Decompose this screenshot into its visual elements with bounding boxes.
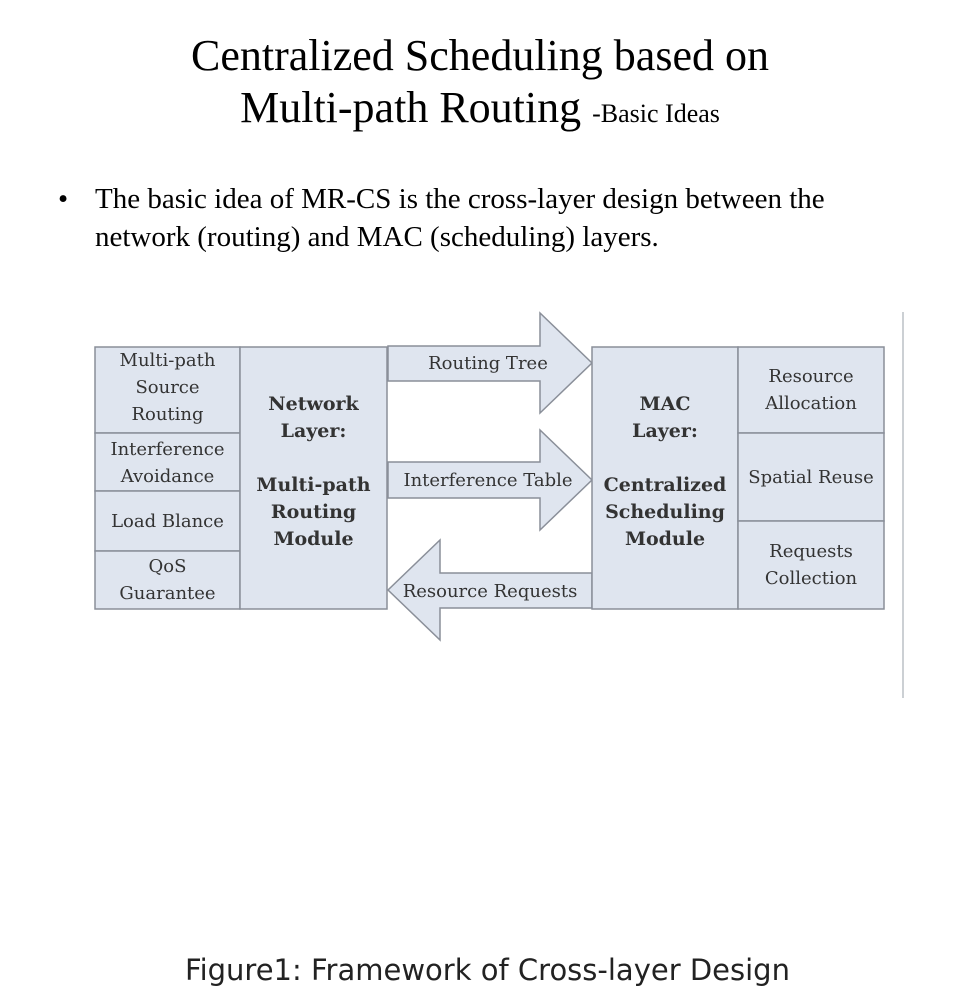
label-line: Layer: — [281, 420, 347, 442]
label-line: Module — [273, 528, 353, 550]
mac-layer-module — [591, 346, 739, 610]
label-line — [662, 447, 669, 469]
label-line: Routing — [271, 501, 356, 523]
left-feature-boxes — [94, 346, 241, 610]
routing-tree-arrow — [387, 311, 594, 415]
box-interference-avoidance — [94, 432, 241, 492]
label-line: Resource — [768, 366, 853, 387]
label-line: Requests — [769, 541, 853, 562]
right-feature-boxes — [737, 346, 885, 610]
label-line: Source — [135, 377, 199, 398]
slide-title: Centralized Scheduling based on Multi-pa… — [0, 30, 960, 140]
label-load-balance: Load Blance — [111, 511, 224, 532]
label-line: QoS — [149, 556, 187, 577]
bullet-text: The basic idea of MR-CS is the cross-lay… — [95, 183, 825, 253]
label-resource-requests: Resource Requests — [403, 581, 578, 602]
label-line — [310, 447, 317, 469]
resource-requests-arrow — [386, 538, 593, 642]
box-resource-allocation — [737, 346, 885, 434]
label-routing-tree: Routing Tree — [428, 353, 548, 374]
title-subtitle: -Basic Ideas — [592, 99, 720, 128]
label-line: Guarantee — [119, 583, 215, 604]
bullet-dot: • — [58, 183, 69, 215]
label-line: Spatial Reuse — [748, 467, 873, 488]
label-line: Network — [268, 393, 359, 415]
bullet-point: • The basic idea of MR-CS is the cross-l… — [58, 180, 908, 256]
label-qos-guarantee: QoS Guarantee — [119, 556, 215, 604]
label-line: Multi-path — [120, 350, 216, 371]
label-line: Multi-path — [256, 474, 370, 496]
label-interference-table: Interference Table — [403, 470, 572, 491]
network-layer-module — [239, 346, 388, 610]
box-requests-collection — [737, 520, 885, 610]
title-line-1: Centralized Scheduling based on — [191, 31, 769, 80]
box-spatial-reuse — [737, 432, 885, 522]
label-line: Interference — [110, 439, 224, 460]
label-spatial-reuse: Spatial Reuse — [748, 467, 873, 488]
label-line: Centralized — [604, 474, 727, 496]
label-line: Routing — [131, 404, 203, 425]
label-line: Scheduling — [605, 501, 725, 523]
label-line: Allocation — [764, 393, 857, 414]
label-line: Collection — [765, 568, 858, 589]
title-main: Multi-path Routing — [240, 83, 582, 132]
label-line: Load Blance — [111, 511, 224, 532]
title-line-2: Multi-path Routing -Basic Ideas — [0, 82, 960, 140]
label-line: MAC — [640, 393, 691, 415]
interference-table-arrow — [387, 428, 594, 532]
figure-caption: Figure1: Framework of Cross-layer Design — [185, 953, 790, 987]
label-line: Layer: — [632, 420, 698, 442]
label-line: Module — [625, 528, 705, 550]
label-line: Avoidance — [120, 466, 215, 487]
